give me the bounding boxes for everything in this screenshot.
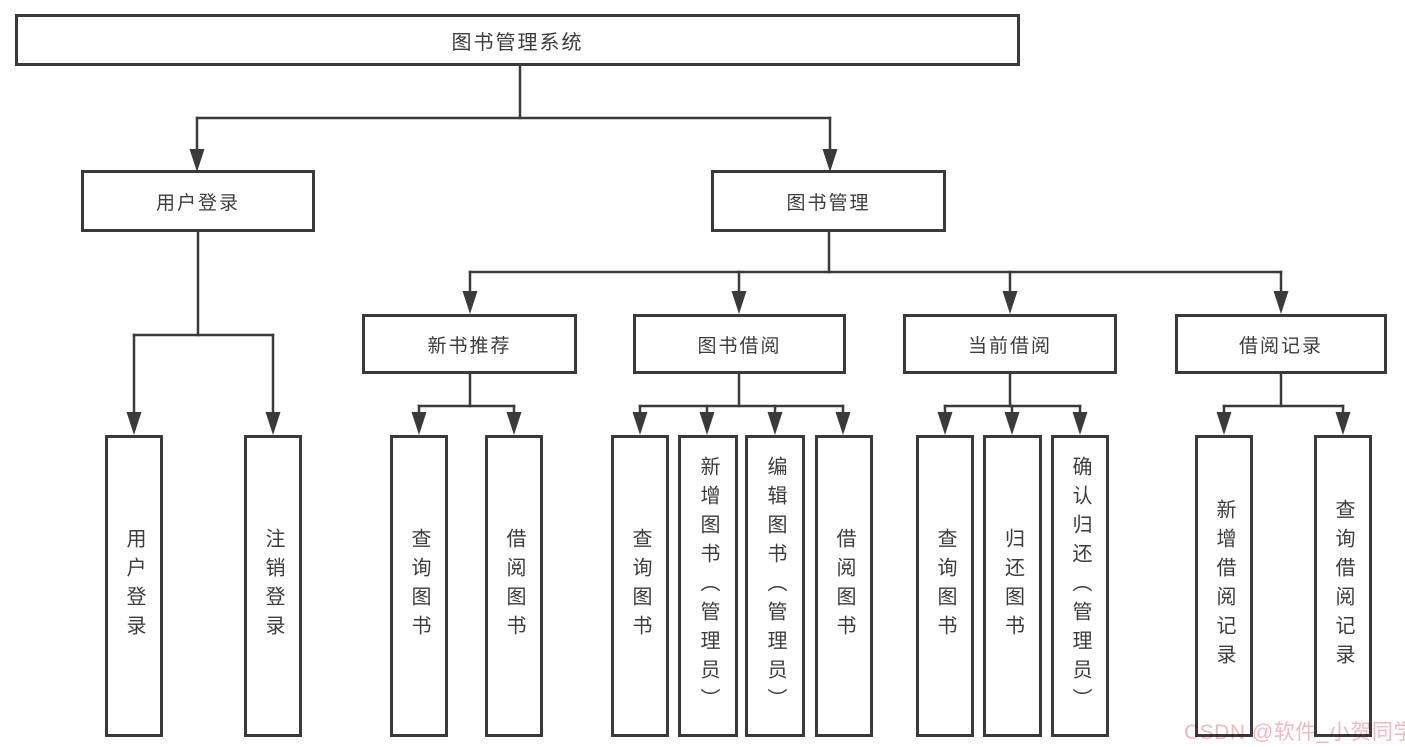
node-book-management: 图书管理 [711,170,946,232]
leaf-add-borrow-record: 新增借阅记录 [1195,435,1253,737]
node-label: 用户登录 [155,192,240,214]
node-current-borrowing: 当前借阅 [903,314,1117,374]
node-label: 新书推荐 [427,335,512,357]
leaf-query-books-current: 查询图书 [916,435,974,737]
leaf-logout: 注销登录 [244,435,302,737]
node-label: 图书管理系统 [451,31,584,54]
leaf-user-login: 用户登录 [105,435,163,737]
leaf-borrow-books-recommend: 借阅图书 [485,435,543,737]
leaf-confirm-return-admin: 确认归还（管理员） [1051,435,1109,737]
node-user-login: 用户登录 [81,170,315,232]
node-label: 注销登录 [262,528,284,644]
node-label: 图书管理 [786,192,871,214]
node-label: 当前借阅 [967,335,1052,357]
node-book-borrowing: 图书借阅 [633,314,846,374]
node-label: 确认归还（管理员） [1069,455,1091,717]
node-label: 借阅图书 [503,528,525,644]
node-label: 借阅记录 [1238,335,1323,357]
node-label: 归还图书 [1001,528,1024,644]
leaf-query-books-recommend: 查询图书 [390,435,448,737]
node-label: 查询图书 [408,528,430,644]
leaf-add-books-admin: 新增图书（管理员） [678,435,738,737]
node-new-book-recommendation: 新书推荐 [362,314,577,374]
node-label: 借阅图书 [833,528,855,644]
node-label: 用户登录 [123,528,145,644]
node-label: 查询借阅记录 [1332,499,1354,673]
node-library-management-system: 图书管理系统 [15,14,1020,66]
leaf-borrow-books: 借阅图书 [815,435,873,737]
leaf-edit-books-admin: 编辑图书（管理员） [745,435,805,737]
leaf-query-borrow-record: 查询借阅记录 [1314,435,1372,737]
node-label: 新增图书（管理员） [697,455,719,717]
node-label: 查询图书 [934,528,956,644]
node-label: 图书借阅 [697,335,782,357]
node-label: 查询图书 [629,528,651,644]
node-borrowing-records: 借阅记录 [1175,314,1387,374]
leaf-return-books: 归还图书 [983,435,1042,737]
node-label: 新增借阅记录 [1213,499,1235,673]
node-label: 编辑图书（管理员） [764,455,786,717]
leaf-query-books-borrowing: 查询图书 [611,435,669,737]
csdn-watermark: CSDN @软件_小贺同学 [1184,721,1405,744]
